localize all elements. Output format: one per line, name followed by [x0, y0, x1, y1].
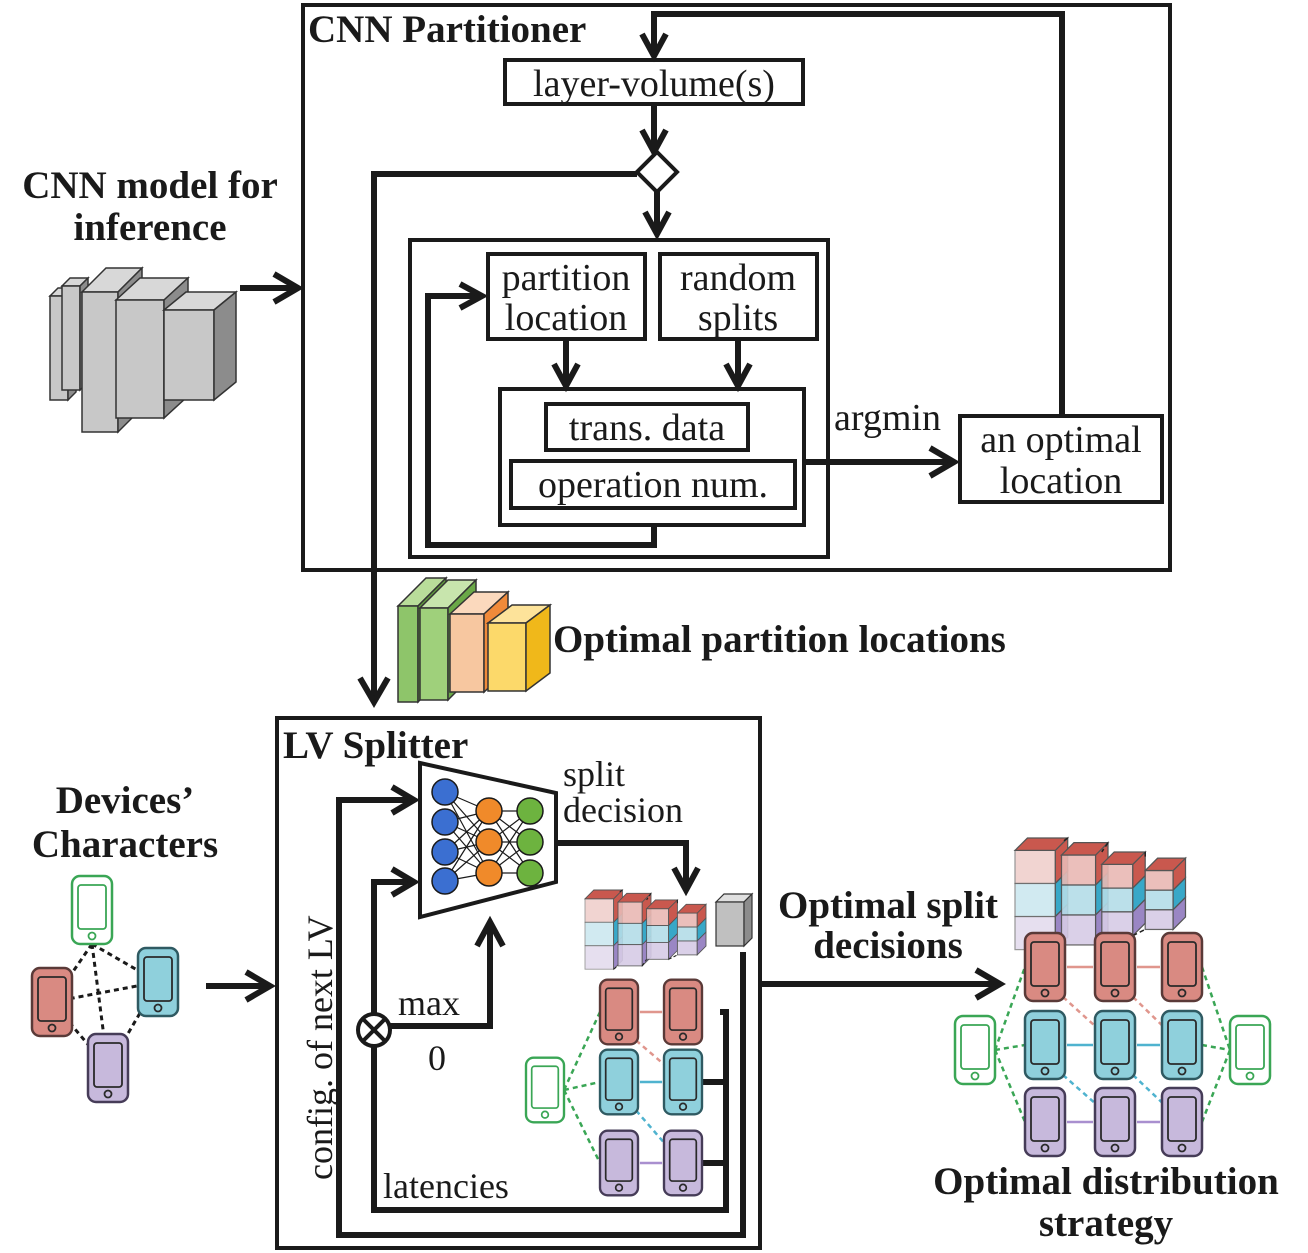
optimal-location-line2: location — [1000, 460, 1122, 502]
random-splits-line2: splits — [698, 297, 778, 339]
strategy-line2: strategy — [1039, 1202, 1174, 1245]
split-preview-icon — [583, 888, 754, 971]
lv-flow-line — [371, 171, 637, 700]
cnn-partitioner-panel: CNN Partitioner layer-volume(s) partitio… — [301, 3, 1172, 708]
nn-node — [431, 867, 459, 895]
nn-node — [475, 859, 503, 887]
smartphone-icon — [1160, 931, 1204, 1003]
device-graph-strategy — [953, 931, 1272, 1158]
split-decision-line1: split — [563, 754, 625, 794]
smartphone-icon — [1228, 1014, 1272, 1086]
split-block — [583, 888, 624, 971]
config-next-lv-label: config. of next LV — [300, 915, 340, 1180]
smartphone-icon — [1093, 1009, 1137, 1081]
nn-node — [475, 828, 503, 856]
split-decision-line2: decision — [563, 790, 683, 830]
nn-node — [516, 859, 544, 887]
partition-location-box: partition location — [486, 252, 647, 341]
split-block — [645, 898, 679, 961]
devices-label-line2: Characters — [32, 823, 218, 866]
layer-volume-box: layer-volume(s) — [503, 58, 805, 106]
smartphone-icon — [136, 946, 180, 1018]
smartphone-icon — [30, 966, 74, 1038]
partitioner-title: CNN Partitioner — [308, 8, 586, 51]
smartphone-icon — [598, 1129, 640, 1197]
smartphone-icon — [1023, 1009, 1067, 1081]
strategy-line1: Optimal distribution — [933, 1160, 1279, 1203]
argmin-label: argmin — [834, 397, 941, 439]
nn-node — [475, 797, 503, 825]
nn-node — [431, 838, 459, 866]
layer-volume-label: layer-volume(s) — [533, 63, 775, 105]
cnn-model-input: CNN model for inference — [22, 164, 304, 434]
max-label: max — [398, 983, 460, 1023]
random-splits-box: random splits — [658, 252, 819, 341]
devices-input: Devices’ Characters — [30, 779, 276, 1104]
trans-data-label: trans. data — [569, 407, 725, 449]
smartphone-icon — [1023, 931, 1067, 1003]
feedback-arrowhead — [639, 32, 669, 63]
lv-splitter-panel: LV Splitter config. of next LV split dec… — [275, 716, 762, 1250]
config-feedback-arrow — [336, 797, 746, 1238]
smartphone-icon — [1093, 931, 1137, 1003]
split-result-icon — [1013, 836, 1187, 952]
random-splits-line1: random — [680, 257, 796, 299]
cnn-model-label-line2: inference — [73, 206, 226, 249]
smartphone-icon — [662, 978, 704, 1046]
smartphone-icon — [1093, 1086, 1137, 1158]
smartphone-icon — [953, 1014, 997, 1086]
cnn-layers-icon — [49, 266, 239, 434]
latencies-label: latencies — [383, 1166, 509, 1206]
partition-location-line2: location — [505, 297, 627, 339]
partition-output: Optimal partition locations — [396, 576, 1006, 704]
smartphone-icon — [1023, 1086, 1067, 1158]
smartphone-icon — [1160, 1009, 1204, 1081]
optimal-location-box: an optimal location — [958, 414, 1164, 504]
smartphone-icon — [1160, 1086, 1204, 1158]
split-block — [1100, 850, 1147, 938]
smartphone-icon — [524, 1056, 566, 1124]
cost-box: trans. data operation num. — [498, 387, 806, 527]
neural-network-icon — [418, 760, 558, 920]
partition-location-line1: partition — [502, 257, 631, 299]
cnn-model-label-line1: CNN model for — [22, 164, 278, 207]
splitter-title: LV Splitter — [283, 724, 468, 767]
split-output-line2: decisions — [813, 924, 963, 967]
smartphone-icon — [70, 874, 114, 946]
zero-label: 0 — [428, 1038, 446, 1078]
search-loop-box — [408, 238, 830, 559]
split-block — [1060, 841, 1110, 947]
smartphone-icon — [598, 1048, 640, 1116]
smartphone-icon — [662, 1048, 704, 1116]
optimal-location-line1: an optimal — [980, 419, 1141, 461]
feedback-arrow — [651, 11, 1065, 416]
devices-label-line1: Devices’ — [56, 779, 195, 822]
smartphone-icon — [86, 1032, 130, 1104]
partition-output-label: Optimal partition locations — [553, 618, 1006, 661]
nn-node — [431, 778, 459, 806]
output-section: Optimal split decisions Optimal distribu… — [760, 836, 1279, 1245]
search-loop-arrow — [425, 293, 657, 548]
smartphone-icon — [662, 1129, 704, 1197]
colored-layers-icon — [396, 576, 553, 704]
gray-block — [715, 901, 745, 947]
decision-diamond-icon — [634, 149, 680, 195]
smartphone-icon — [598, 978, 640, 1046]
split-block — [676, 903, 708, 956]
split-output-line1: Optimal split — [778, 884, 998, 927]
split-block — [1143, 856, 1187, 931]
nn-node — [516, 828, 544, 856]
split-block — [616, 892, 653, 967]
latencies-arrow — [371, 1009, 729, 1213]
operation-num-label: operation num. — [538, 464, 768, 506]
nn-node — [431, 808, 459, 836]
nn-node — [516, 797, 544, 825]
device-graph-mini — [524, 978, 704, 1197]
